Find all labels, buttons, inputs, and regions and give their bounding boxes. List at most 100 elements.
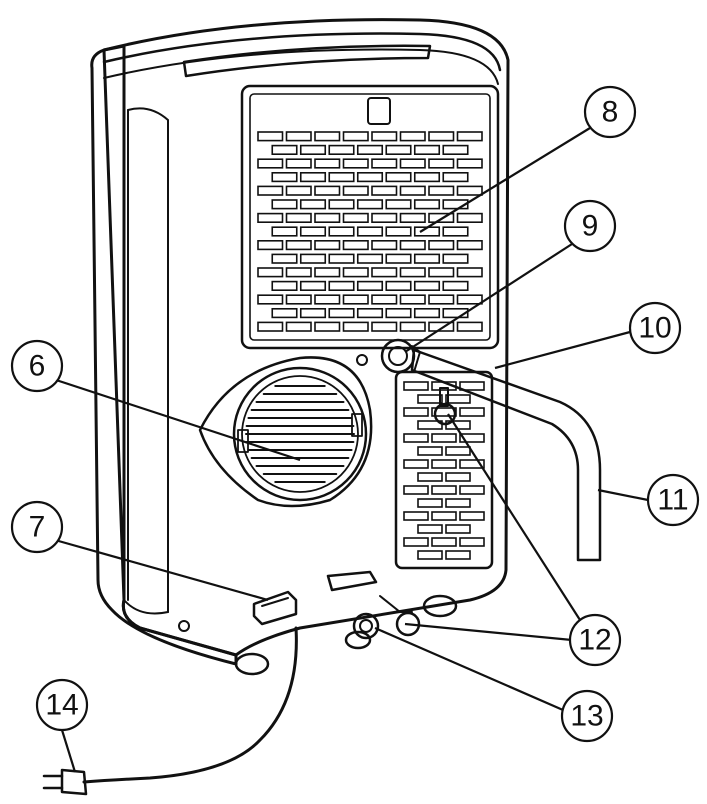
grille-slot — [342, 185, 369, 196]
grille-slot — [456, 158, 483, 169]
grille-slot — [431, 511, 457, 521]
grille-slot — [456, 321, 483, 332]
grille-slot — [399, 131, 426, 142]
grille-slot — [271, 172, 298, 183]
grille-slot — [314, 267, 341, 278]
grille-slot — [342, 240, 369, 251]
grille-slot — [399, 185, 426, 196]
grille-slot — [456, 294, 483, 305]
grille-slot — [413, 144, 441, 156]
grille-slot — [456, 212, 483, 224]
grille-slot — [456, 131, 483, 142]
grille-slot — [385, 280, 412, 292]
grille-slot — [403, 511, 429, 521]
callout-leader-7 — [54, 538, 269, 602]
grille-slot — [314, 212, 341, 224]
drain-hose-assembly — [380, 338, 602, 562]
grille-slot — [314, 321, 341, 332]
grille-slot — [417, 420, 443, 430]
grille-slot — [285, 158, 312, 169]
grille-slot — [299, 280, 327, 292]
grille-slot — [428, 240, 455, 251]
grille-slot — [328, 280, 355, 292]
callout-label-7: 7 — [29, 511, 46, 544]
grille-slot — [442, 199, 469, 210]
grille-slot — [385, 172, 412, 183]
grille-slot — [371, 267, 398, 278]
callout-circle-10 — [628, 301, 682, 355]
grille-slot — [431, 537, 457, 547]
exhaust-grille-lower — [394, 370, 494, 570]
grille-slot — [285, 240, 312, 251]
round-air-filter-grille — [198, 356, 373, 508]
grille-slot — [459, 433, 485, 443]
grille-slot — [403, 381, 429, 391]
grille-slot — [403, 459, 429, 469]
grille-slot — [417, 446, 443, 456]
grille-slot — [442, 172, 469, 183]
grille-slot — [342, 158, 369, 169]
grille-slot — [257, 294, 284, 305]
callout-circle-14 — [35, 678, 89, 732]
grille-slot — [257, 240, 284, 251]
grille-slot — [385, 307, 412, 319]
grille-slot — [385, 144, 412, 156]
callout-circle-12 — [568, 613, 622, 667]
callout-leader-14 — [60, 729, 77, 773]
grille-slot — [431, 433, 457, 443]
grille-slot — [299, 226, 327, 237]
grille-slot — [417, 498, 443, 508]
grille-slot — [385, 253, 412, 264]
grille-slot — [271, 144, 298, 156]
callout-circle-6 — [10, 339, 64, 393]
grille-slot — [459, 407, 485, 417]
grille-slot — [342, 131, 369, 142]
grille-slot — [285, 294, 312, 305]
grille-slot — [445, 446, 471, 456]
callout-leader-12 — [404, 622, 573, 642]
grille-slot — [403, 537, 429, 547]
grille-slot — [257, 212, 284, 224]
drain-hose — [410, 348, 602, 562]
grille-slot — [385, 199, 412, 210]
round-grille-slats — [245, 385, 355, 483]
callout-leader-8 — [419, 127, 591, 233]
grille-slot — [456, 267, 483, 278]
grille-slot — [445, 472, 471, 482]
bottom-bracket — [326, 570, 378, 592]
grille-slot — [399, 294, 426, 305]
cord-hook — [252, 590, 298, 626]
grille-slot — [356, 144, 384, 156]
callout-label-13: 13 — [570, 700, 603, 733]
grille-slot — [428, 267, 455, 278]
grille-slot — [442, 307, 469, 319]
grille-slot — [428, 131, 455, 142]
grille-slot — [342, 294, 369, 305]
grille-slot — [328, 307, 355, 319]
grille-slot — [403, 485, 429, 495]
grille-slot — [371, 212, 398, 224]
callout-leader-12 — [447, 413, 581, 621]
grille-slot — [257, 158, 284, 169]
grille-slot — [328, 226, 355, 237]
grille-slot — [356, 280, 384, 292]
grille-slot — [356, 226, 384, 237]
callout-leader-11 — [597, 488, 649, 502]
callout-label-10: 10 — [638, 312, 671, 345]
grille-slot — [428, 185, 455, 196]
power-cord — [42, 626, 298, 796]
grille-slot — [371, 321, 398, 332]
grille-slot — [385, 226, 412, 237]
grille-slot — [271, 253, 298, 264]
grille-slot — [417, 472, 443, 482]
grille-slot — [445, 394, 471, 404]
grille-slot — [403, 407, 429, 417]
callout-circle-7 — [10, 500, 64, 554]
grille-slot — [459, 459, 485, 469]
grille-slot — [428, 294, 455, 305]
grille-slot — [442, 226, 469, 237]
grille-slot — [417, 394, 443, 404]
callout-leader-9 — [404, 243, 573, 353]
grille-slot — [328, 144, 355, 156]
callout-label-6: 6 — [29, 350, 46, 383]
